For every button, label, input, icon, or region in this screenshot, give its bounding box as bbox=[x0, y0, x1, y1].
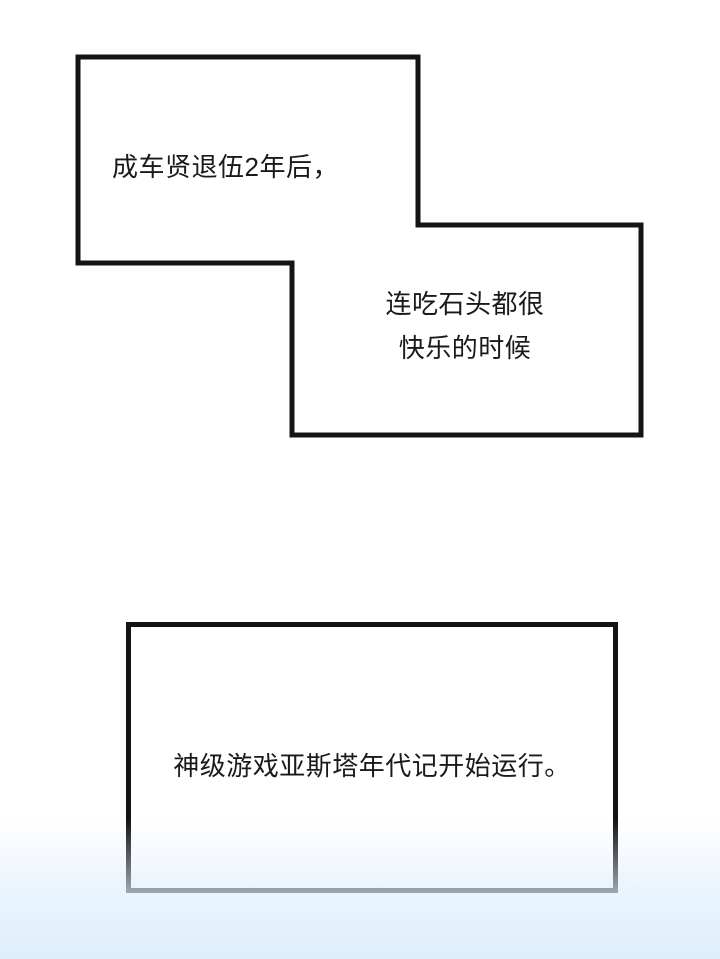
caption-time-skip: 成车贤退伍2年后， bbox=[112, 152, 339, 182]
bottom-gradient-wash-inner bbox=[0, 897, 720, 959]
panel-stepped bbox=[68, 47, 654, 447]
panel-stepped-outline bbox=[75, 54, 644, 438]
caption-game-start: 神级游戏亚斯塔年代记开始运行。 bbox=[173, 751, 571, 781]
caption-happy-days: 连吃石头都很 快乐的时候 bbox=[385, 289, 545, 363]
panel-stepped-path bbox=[75, 54, 644, 438]
